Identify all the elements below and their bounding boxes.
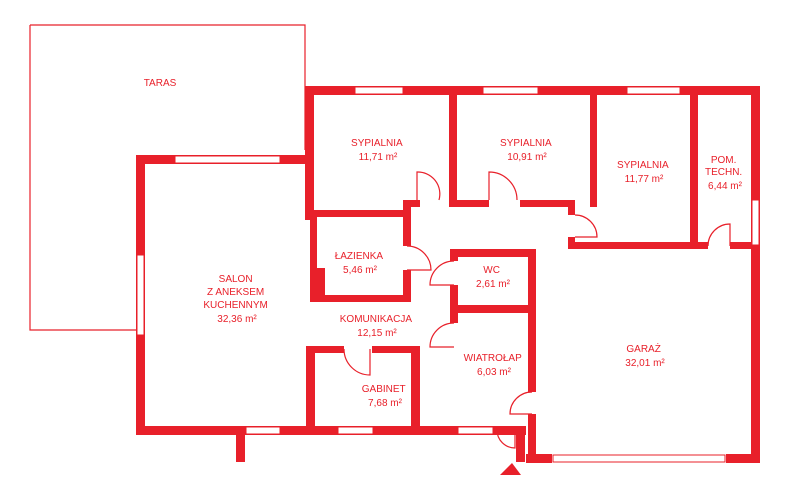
room-label-pom-techn: POM. TECHN. 6,44 m² (705, 155, 745, 192)
windows (136, 86, 760, 463)
room-label-wiatrolap: WIATROŁAP 6,03 m² (464, 353, 525, 378)
room-label-salon: SALON Z ANEKSEM KUCHENNYM 32,36 m² (203, 274, 270, 325)
room-label-sypialnia-3: SYPIALNIA 11,77 m² (617, 160, 671, 185)
room-label-sypialnia-1: SYPIALNIA 11,71 m² (351, 138, 405, 163)
room-label-komunikacja: KOMUNIKACJA 12,15 m² (340, 314, 414, 339)
room-label-sypialnia-2: SYPIALNIA 10,91 m² (500, 138, 554, 163)
door-swings (343, 171, 731, 449)
terrace-outline (29, 24, 306, 331)
room-label-wc: WC 2,61 m² (476, 265, 511, 290)
room-label-gabinet: GABINET 7,68 m² (362, 384, 409, 409)
terrace-label: TARAS (144, 78, 177, 89)
room-label-lazienka: ŁAZIENKA 5,46 m² (335, 251, 386, 276)
interior-walls (305, 86, 752, 459)
room-label-garaz: GARAŻ 32,01 m² (625, 342, 665, 369)
triangle-up-icon (500, 463, 521, 475)
